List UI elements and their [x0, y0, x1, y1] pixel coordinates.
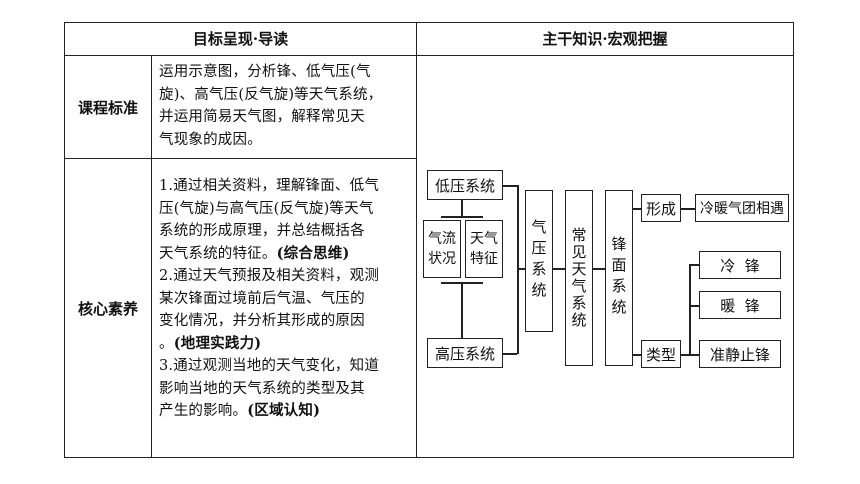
core-literacy-label: 核心素养	[77, 300, 138, 318]
competency-tag: (地理实践力)	[173, 334, 262, 352]
text-line: 天气系统的特征。	[159, 245, 277, 262]
common-weather-system-box: 常见天气系统	[565, 190, 593, 366]
concept-map: 低压系统 高压系统 气流状况 天气特征 气压系统 常见天气系统 锋面系统 形成 …	[421, 158, 793, 378]
pressure-system-box: 气压系统	[525, 190, 553, 332]
connector	[517, 185, 519, 354]
connector	[441, 216, 483, 218]
cold-front-box: 冷 锋	[699, 251, 781, 279]
warm-front-box: 暖 锋	[699, 291, 781, 319]
connector	[681, 208, 695, 210]
connector	[441, 282, 483, 284]
airflow-label: 气流状况	[428, 231, 456, 267]
stationary-front-box: 准静止锋	[699, 340, 781, 368]
course-standard-text: 运用示意图，分析锋、低气压(气 旋)、高气压(反气旋)等天气系统， 并运用简易天…	[159, 61, 411, 151]
high-pressure-box: 高压系统	[427, 338, 503, 368]
text-line: 运用示意图，分析锋、低气压(气	[159, 64, 371, 80]
connector	[461, 200, 463, 216]
column-divider-label	[151, 55, 152, 457]
text-line: 压(气旋)与高气压(反气旋)等天气	[159, 200, 374, 217]
connector	[633, 354, 641, 356]
formation-result-box: 冷暖气团相遇	[695, 194, 789, 222]
airflow-box: 气流状况	[423, 220, 461, 278]
row-divider	[65, 158, 416, 159]
competency-tag: (区域认知)	[247, 402, 321, 419]
competency-tag: (综合思维)	[276, 244, 350, 262]
right-header-title: 主干知识·宏观把握	[542, 30, 668, 48]
connector	[633, 208, 641, 210]
text-line: 变化情况，并分析其形成的原因	[159, 313, 365, 329]
text-line: 1.通过相关资料，理解锋面、低气	[159, 178, 380, 194]
text-line: 并运用简易天气图，解释常见天	[159, 109, 365, 125]
text-line: 某次锋面过境前后气温、气压的	[159, 290, 365, 307]
weather-feature-label: 天气特征	[470, 231, 498, 267]
connector	[503, 185, 517, 187]
column-divider-main	[416, 23, 417, 457]
text-line: 影响当地的天气系统的类型及其	[159, 380, 365, 397]
connector	[689, 305, 699, 307]
low-pressure-box: 低压系统	[427, 170, 503, 200]
weather-feature-box: 天气特征	[465, 220, 503, 278]
left-header-title: 目标呈现·导读	[192, 30, 289, 48]
text-line: 气现象的成因。	[159, 131, 262, 148]
connector	[553, 268, 565, 270]
front-system-box: 锋面系统	[605, 190, 633, 366]
formation-box: 形成	[641, 194, 681, 222]
connector	[689, 354, 699, 356]
text-line: 。	[159, 335, 174, 352]
content-table: 目标呈现·导读 主干知识·宏观把握 课程标准 运用示意图，分析锋、低气压(气 旋…	[64, 22, 794, 458]
types-box: 类型	[641, 340, 681, 368]
course-standard-label: 课程标准	[77, 99, 138, 117]
text-line: 2.通过天气预报及相关资料，观测	[159, 268, 380, 284]
text-line: 旋)、高气压(反气旋)等天气系统，	[159, 86, 383, 103]
connector	[681, 354, 689, 356]
connector	[503, 353, 517, 355]
connector	[689, 264, 691, 355]
connector	[461, 282, 463, 338]
text-line: 3.通过观测当地的天气变化，知道	[159, 358, 380, 374]
connector	[517, 268, 525, 270]
core-literacy-text: 1.通过相关资料，理解锋面、低气 压(气旋)与高气压(反气旋)等天气 系统的形成…	[159, 175, 411, 423]
connector	[593, 268, 605, 270]
text-line: 产生的影响。	[159, 403, 248, 419]
text-line: 系统的形成原理，并总结概括各	[159, 223, 365, 239]
header-divider	[65, 55, 793, 56]
connector	[689, 264, 699, 266]
